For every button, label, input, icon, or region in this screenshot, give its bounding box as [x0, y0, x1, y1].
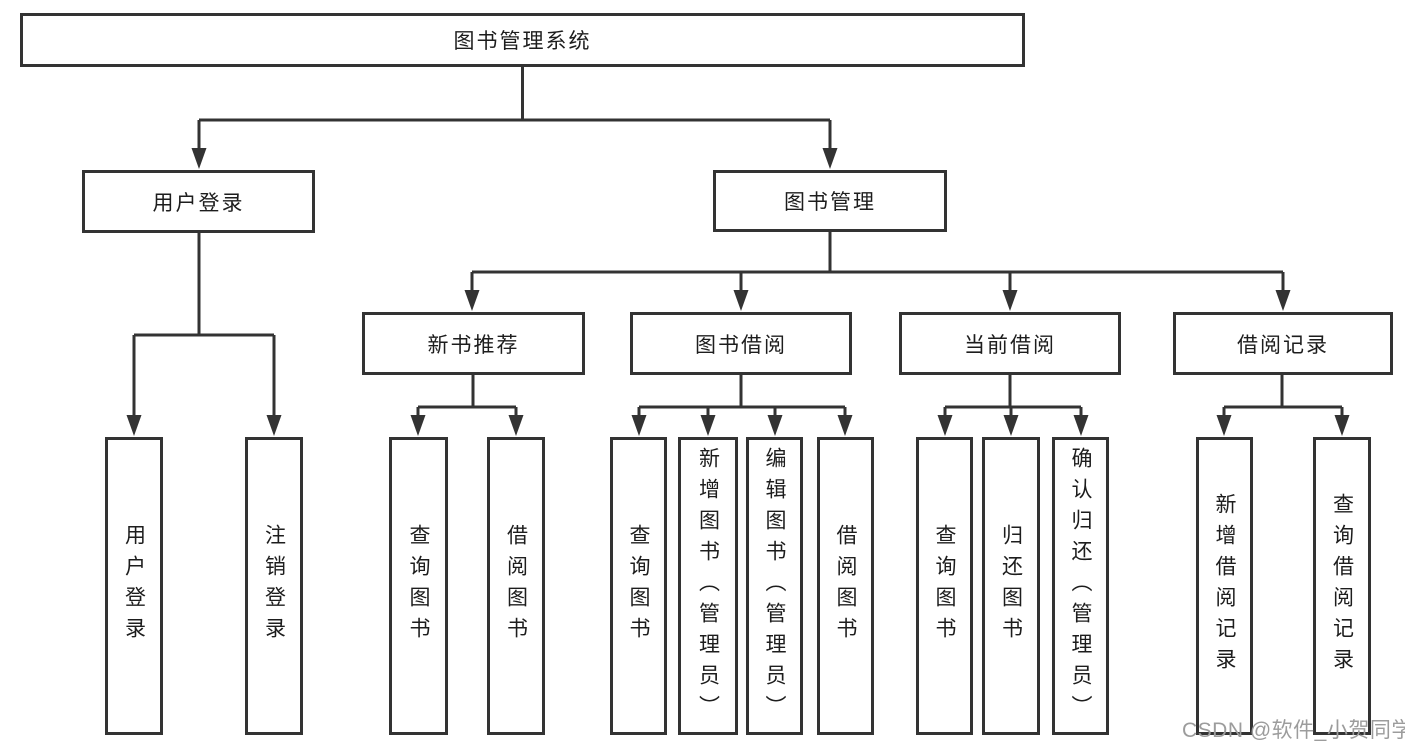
node-library-system: 图书管理系统	[20, 13, 1025, 67]
leaf-borrow-books-borrowing: 借阅图书	[817, 437, 874, 735]
node-borrowing-records-label: 借阅记录	[1237, 333, 1329, 357]
leaf-query-books-recommend: 查询图书	[389, 437, 448, 735]
node-current-borrowing: 当前借阅	[899, 312, 1121, 375]
arrowhead-icon	[822, 148, 838, 169]
arrowhead-icon	[266, 415, 282, 436]
watermark: CSDN @软件_小贺同学	[1182, 719, 1405, 742]
node-book-borrowing: 图书借阅	[630, 312, 852, 375]
leaf-confirm-return-admin-label: 确认归还（管理员）	[1069, 446, 1092, 726]
node-book-management-label: 图书管理	[784, 191, 876, 214]
arrowhead-icon	[700, 415, 716, 436]
leaf-borrow-books-borrowing-label: 借阅图书	[834, 524, 857, 648]
leaf-query-borrow-record: 查询借阅记录	[1313, 437, 1371, 735]
arrowhead-icon	[191, 148, 207, 169]
leaf-query-borrow-record-label: 查询借阅记录	[1330, 493, 1354, 679]
node-new-book-recommend-label: 新书推荐	[427, 333, 520, 357]
arrowhead-icon	[1275, 290, 1291, 311]
node-book-management: 图书管理	[713, 170, 947, 232]
leaf-edit-books-admin-label: 编辑图书（管理员）	[763, 446, 786, 726]
node-current-borrowing-label: 当前借阅	[964, 333, 1056, 357]
node-user-login-label: 用户登录	[152, 191, 245, 215]
arrowhead-icon	[937, 415, 953, 436]
leaf-query-books-borrowing: 查询图书	[610, 437, 667, 735]
arrowhead-icon	[1073, 415, 1089, 436]
arrowhead-icon	[1003, 415, 1019, 436]
leaf-add-borrow-record: 新增借阅记录	[1196, 437, 1253, 735]
leaf-query-books-current: 查询图书	[916, 437, 973, 735]
arrowhead-icon	[410, 415, 426, 436]
leaf-borrow-books-recommend-label: 借阅图书	[504, 524, 528, 648]
node-book-borrowing-label: 图书借阅	[695, 333, 787, 357]
node-new-book-recommend: 新书推荐	[362, 312, 585, 375]
leaf-borrow-books-recommend: 借阅图书	[487, 437, 545, 735]
arrowhead-icon	[508, 415, 524, 436]
node-user-login: 用户登录	[82, 170, 315, 233]
leaf-confirm-return-admin: 确认归还（管理员）	[1052, 437, 1109, 735]
leaf-query-books-current-label: 查询图书	[933, 524, 956, 648]
leaf-add-books-admin-label: 新增图书（管理员）	[696, 446, 720, 726]
leaf-logout: 注销登录	[245, 437, 303, 735]
leaf-return-books-label: 归还图书	[999, 524, 1023, 648]
leaf-return-books: 归还图书	[982, 437, 1040, 735]
leaf-user-login-label: 用户登录	[122, 524, 146, 648]
arrowhead-icon	[126, 415, 142, 436]
leaf-edit-books-admin: 编辑图书（管理员）	[746, 437, 803, 735]
arrowhead-icon	[464, 290, 480, 311]
arrowhead-icon	[733, 290, 749, 311]
leaf-query-books-borrowing-label: 查询图书	[627, 524, 650, 648]
arrowhead-icon	[837, 415, 853, 436]
arrowhead-icon	[631, 415, 647, 436]
arrowhead-icon	[767, 415, 783, 436]
arrowhead-icon	[1002, 290, 1018, 311]
arrowhead-icon	[1216, 415, 1232, 436]
leaf-logout-label: 注销登录	[262, 524, 286, 648]
leaf-query-books-recommend-label: 查询图书	[407, 524, 430, 648]
arrowhead-icon	[1334, 415, 1350, 436]
node-borrowing-records: 借阅记录	[1173, 312, 1393, 375]
leaf-add-books-admin: 新增图书（管理员）	[678, 437, 738, 735]
leaf-user-login: 用户登录	[105, 437, 163, 735]
leaf-add-borrow-record-label: 新增借阅记录	[1213, 493, 1236, 679]
node-library-system-label: 图书管理系统	[453, 30, 592, 53]
